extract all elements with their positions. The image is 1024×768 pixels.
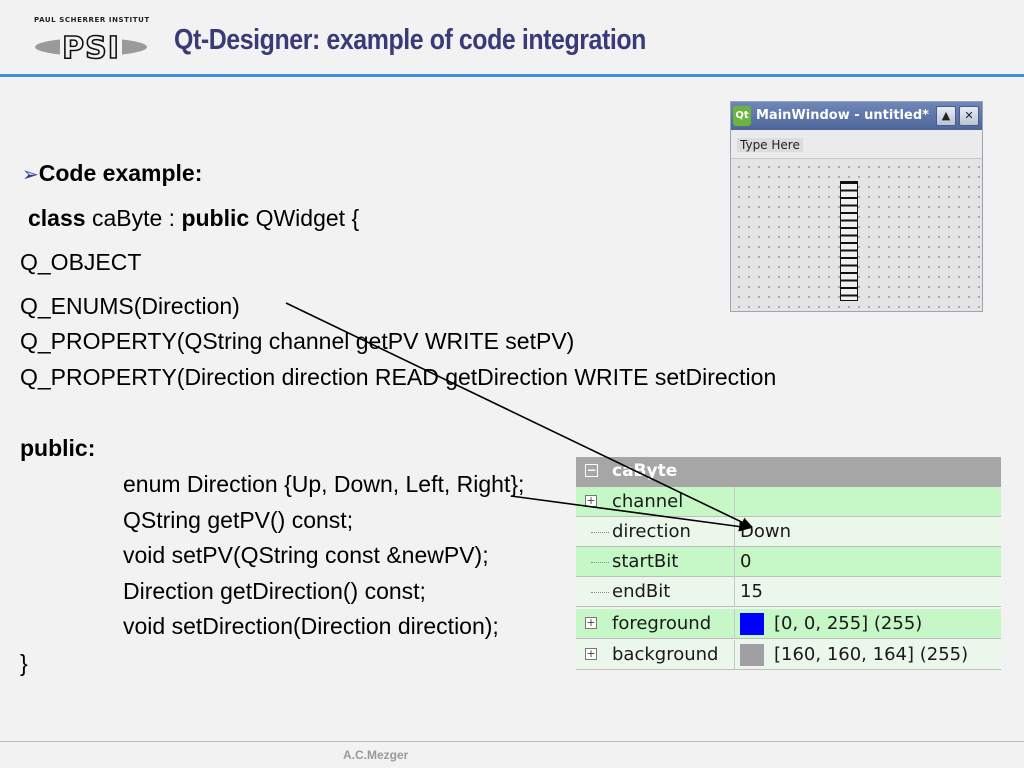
- property-name: direction: [612, 521, 691, 542]
- member-getdirection: Direction getDirection() const;: [123, 578, 426, 604]
- psi-logo-icon: PSI: [35, 30, 147, 64]
- property-name: endBit: [612, 581, 671, 602]
- property-name: startBit: [612, 551, 679, 572]
- property-value[interactable]: [0, 0, 255] (255): [774, 613, 923, 634]
- bullet-heading: ➢Code example:: [22, 160, 202, 187]
- base-class: QWidget {: [255, 205, 360, 231]
- menu-bar: Type Here: [731, 130, 982, 159]
- property-name: channel: [612, 491, 684, 512]
- member-setdirection: void setDirection(Direction direction);: [123, 613, 499, 639]
- member-getpv: QString getPV() const;: [123, 507, 354, 533]
- window-title: MainWindow - untitled*: [756, 108, 929, 123]
- property-value[interactable]: Down: [740, 521, 792, 542]
- footer-divider: [0, 741, 1024, 742]
- code-line-qenums: Q_ENUMS(Direction): [20, 293, 240, 319]
- bullet-text: Code example:: [38, 160, 203, 186]
- property-group-header[interactable]: − caByte: [576, 457, 1001, 487]
- code-line-property-channel: Q_PROPERTY(QString channel getPV WRITE s…: [20, 328, 575, 354]
- member-enum: enum Direction {Up, Down, Left, Right};: [123, 471, 525, 497]
- code-line-property-direction: Q_PROPERTY(Direction direction READ getD…: [20, 364, 777, 390]
- color-swatch-foreground[interactable]: [740, 613, 764, 635]
- expand-icon[interactable]: +: [585, 616, 597, 629]
- svg-text:PSI: PSI: [62, 31, 120, 64]
- property-value[interactable]: [160, 160, 164] (255): [774, 644, 969, 665]
- expand-icon[interactable]: +: [585, 647, 597, 660]
- psi-logo: PAUL SCHERRER INSTITUT PSI: [34, 16, 150, 64]
- cabyte-widget[interactable]: [840, 181, 858, 301]
- closing-brace: }: [20, 650, 28, 676]
- property-row-foreground[interactable]: + foreground [0, 0, 255] (255): [576, 609, 1001, 639]
- qt-logo-icon: Qt: [733, 106, 751, 126]
- slide-title: Qt-Designer: example of code integration: [174, 24, 646, 56]
- property-row-startbit[interactable]: startBit 0: [576, 547, 1001, 577]
- property-name: foreground: [612, 613, 712, 634]
- institute-name: PAUL SCHERRER INSTITUT: [34, 16, 150, 24]
- maximize-button[interactable]: ▲: [936, 106, 956, 126]
- property-value[interactable]: 0: [740, 551, 752, 572]
- close-button[interactable]: ✕: [959, 106, 979, 126]
- property-group-label: caByte: [612, 461, 678, 481]
- qt-designer-window: Qt MainWindow - untitled* ▲ ✕ Type Here: [730, 101, 983, 312]
- property-row-direction[interactable]: direction Down: [576, 517, 1001, 547]
- form-canvas[interactable]: [731, 159, 982, 311]
- slide-header: PAUL SCHERRER INSTITUT PSI Qt-Designer: …: [0, 0, 1024, 77]
- property-row-channel[interactable]: + channel: [576, 487, 1001, 517]
- collapse-icon[interactable]: −: [585, 463, 598, 477]
- header-divider: [0, 74, 1024, 77]
- class-declaration: class caByte : public QWidget {: [28, 205, 359, 232]
- expand-icon[interactable]: +: [585, 494, 597, 507]
- property-value[interactable]: 15: [740, 581, 763, 602]
- code-line-qobject: Q_OBJECT: [20, 249, 142, 275]
- color-swatch-background[interactable]: [740, 644, 764, 666]
- class-keyword: class: [28, 205, 86, 231]
- public-keyword: public: [181, 205, 250, 231]
- property-row-endbit[interactable]: endBit 15: [576, 577, 1001, 607]
- class-colon: :: [168, 205, 176, 231]
- public-section-label: public:: [20, 435, 96, 461]
- member-setpv: void setPV(QString const &newPV);: [123, 542, 489, 568]
- footer-author: A.C.Mezger: [343, 748, 409, 762]
- window-titlebar[interactable]: Qt MainWindow - untitled* ▲ ✕: [731, 102, 982, 130]
- class-name: caByte: [91, 205, 163, 231]
- property-name: background: [612, 644, 719, 665]
- property-row-background[interactable]: + background [160, 160, 164] (255): [576, 640, 1001, 670]
- arrow-bullet-icon: ➢: [22, 164, 39, 186]
- menu-type-here[interactable]: Type Here: [737, 138, 803, 152]
- property-editor: − caByte + channel direction Down startB…: [576, 457, 1001, 674]
